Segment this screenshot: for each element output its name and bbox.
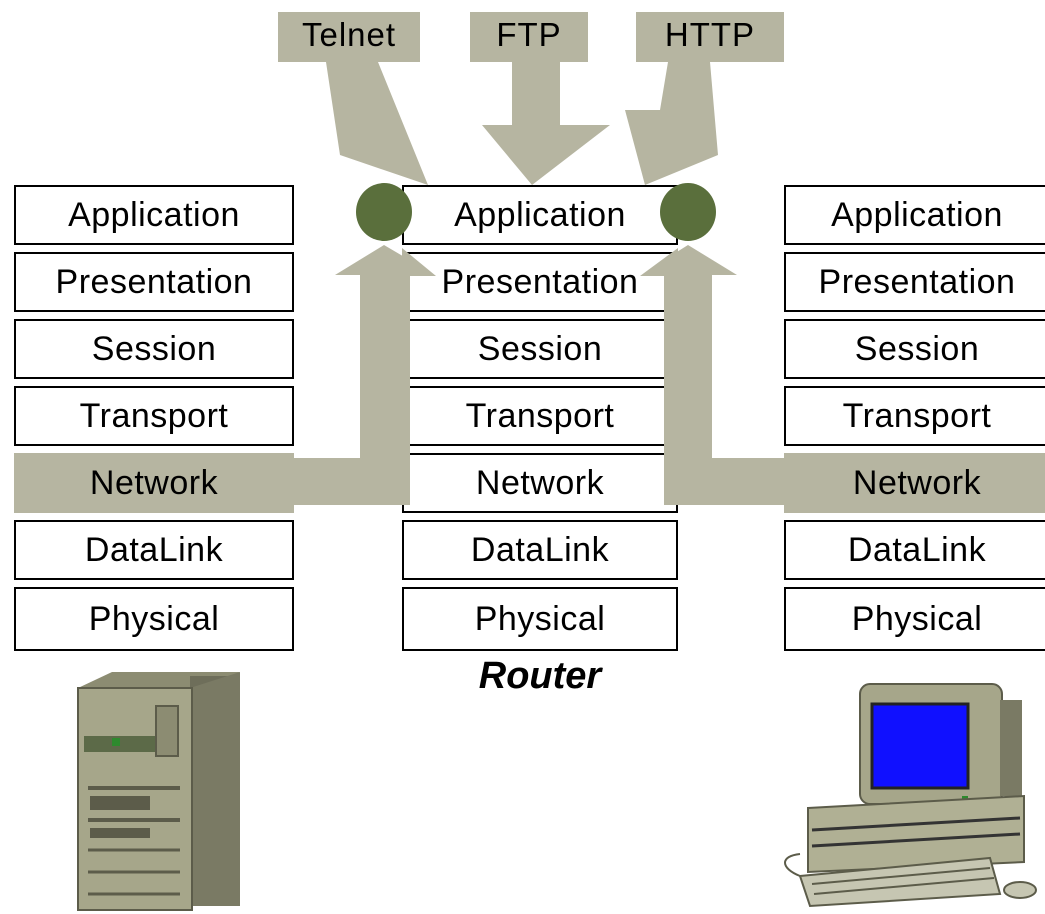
router-layer-session: Session: [402, 319, 678, 379]
ftp-arrow: [470, 12, 610, 185]
left-layer-presentation: Presentation: [14, 252, 294, 312]
left-layer-application: Application: [14, 185, 294, 245]
router-layer-datalink: DataLink: [402, 520, 678, 580]
router-layer-presentation: Presentation: [402, 252, 678, 312]
telnet-arrow: [278, 12, 428, 185]
left-layer-session: Session: [14, 319, 294, 379]
right-layer-datalink: DataLink: [784, 520, 1045, 580]
right-layer-physical: Physical: [784, 587, 1045, 651]
protocol-label-telnet: Telnet: [301, 16, 397, 53]
left-arrowhead-overlay: [402, 248, 436, 276]
right-layer-session: Session: [784, 319, 1045, 379]
left-layer-datalink: DataLink: [14, 520, 294, 580]
right-layer-transport: Transport: [784, 386, 1045, 446]
left-junction-node: [356, 183, 412, 241]
router-layer-transport: Transport: [402, 386, 678, 446]
right-layer-application: Application: [784, 185, 1045, 245]
right-arrow-overlay: [664, 262, 678, 505]
protocol-label-ftp: FTP: [496, 16, 562, 53]
left-layer-transport: Transport: [14, 386, 294, 446]
router-label: Router: [478, 655, 602, 697]
left-arrow-overlay: [402, 262, 410, 505]
router-layer-network: Network: [402, 453, 678, 513]
http-arrow: [625, 12, 784, 185]
right-arrowhead-overlay: [640, 248, 678, 276]
left-layer-network: Network: [14, 453, 294, 513]
protocol-label-http: HTTP: [664, 16, 756, 53]
right-layer-presentation: Presentation: [784, 252, 1045, 312]
left-layer-physical: Physical: [14, 587, 294, 651]
right-layer-network: Network: [784, 453, 1045, 513]
right-junction-node: [660, 183, 716, 241]
router-layer-application: Application: [402, 185, 678, 245]
router-layer-physical: Physical: [402, 587, 678, 651]
